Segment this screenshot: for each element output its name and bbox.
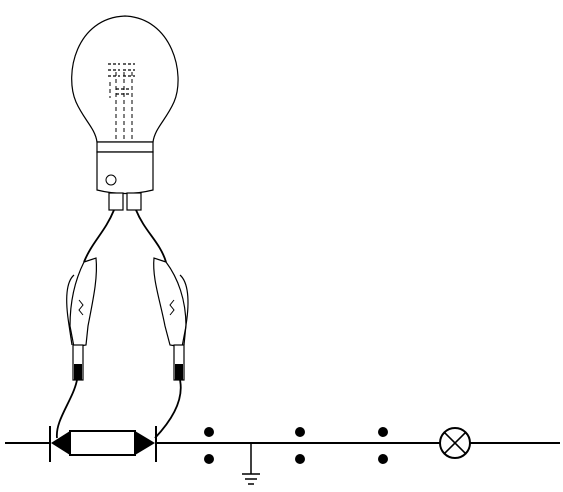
lead-wires [56,209,182,439]
lamp-socket-icon [96,141,154,211]
alligator-clip-icon-left [66,257,98,381]
breakpoint-dots-1 [204,427,214,464]
cartridge-fuse-icon [49,426,157,462]
breakpoint-dots-3 [378,427,388,464]
ground-symbol-icon [242,443,260,485]
breakpoint-dots-2 [295,427,305,464]
lamp-symbol-icon [439,427,471,459]
light-bulb-icon [71,15,179,143]
alligator-clip-icon-right [153,257,189,381]
